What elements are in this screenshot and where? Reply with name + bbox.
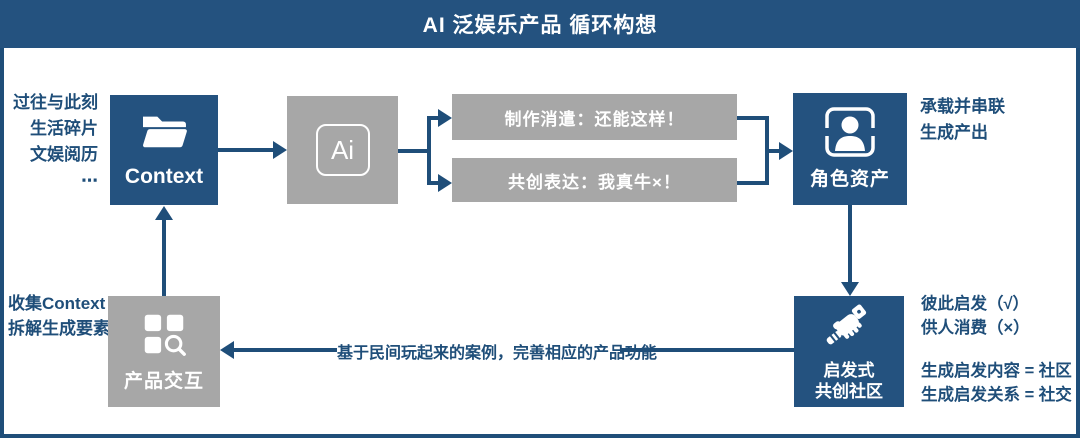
note-line: 文娱阅历 (30, 145, 98, 164)
context-input-note: 过往与此刻 生活碎片 文娱阅历 ⋯ (8, 90, 98, 194)
handshake-icon (822, 301, 876, 356)
arrow-make-out (737, 116, 769, 120)
arrowhead-merge-to-role (779, 142, 793, 160)
note-line: ⋯ (81, 171, 98, 190)
grid-search-icon (139, 309, 189, 364)
arrow-feedback-left-segment (234, 348, 337, 352)
note-line: 生成启发内容 = 社区 (921, 362, 1072, 380)
product-note: 收集Context 拆解生成要素 (8, 291, 110, 341)
node-context: Context (110, 95, 218, 205)
folder-icon (139, 110, 189, 157)
banner-cocreate-label: 共创表达：我真牛×！ (508, 172, 681, 192)
note-line: 生成启发关系 = 社交 (921, 386, 1072, 404)
ai-logo-icon: Ai (315, 124, 370, 176)
arrow-context-to-ai (218, 148, 274, 152)
arrow-product-to-context (162, 219, 166, 296)
node-role-asset: 角色资产 (793, 93, 907, 205)
arrowhead-ai-to-make (438, 109, 452, 127)
arrowhead-community-to-product (220, 341, 234, 359)
note-line: 供人消费（×） (921, 319, 1030, 337)
note-line: 生活碎片 (30, 119, 98, 138)
arrowhead-context-to-ai (273, 141, 287, 159)
arrow-ai-to-cocreate (427, 181, 440, 185)
arrow-role-to-community (848, 205, 852, 283)
node-community: 启发式 共创社区 (794, 296, 904, 407)
arrow-cocreate-out (737, 181, 769, 185)
node-context-label: Context (124, 164, 204, 188)
node-community-label-line2: 共创社区 (815, 382, 883, 401)
node-ai: Ai (287, 96, 398, 204)
arrowhead-role-to-community (841, 282, 859, 296)
arrow-ai-fork-vertical (427, 116, 431, 185)
community-note: 彼此启发（√） 供人消费（×） 生成启发内容 = 社区 生成启发关系 = 社交 (921, 292, 1072, 407)
role-asset-note: 承载并串联 生成产出 (920, 94, 1005, 146)
arrowhead-ai-to-cocreate (438, 174, 452, 192)
node-community-label-line1: 启发式 (823, 360, 875, 380)
banner-make: 制作消遣：还能这样！ (452, 94, 737, 140)
arrow-merge-to-role (769, 149, 780, 153)
note-line: 承载并串联 (920, 97, 1005, 116)
note-spacer (921, 340, 1072, 359)
page-title: AI 泛娱乐产品 循环构想 (422, 14, 658, 37)
node-product-interaction-label: 产品交互 (123, 371, 204, 393)
arrow-ai-to-make (427, 116, 440, 120)
arrow-merge-vertical (765, 116, 769, 185)
title-bar: AI 泛娱乐产品 循环构想 (0, 0, 1080, 48)
arrow-ai-fork-stem (398, 149, 431, 153)
arrow-feedback-right-segment (620, 348, 794, 352)
node-role-asset-label: 角色资产 (809, 169, 890, 191)
note-line: 拆解生成要素 (8, 319, 110, 338)
banner-make-label: 制作消遣：还能这样！ (504, 109, 685, 129)
node-community-label: 启发式 共创社区 (815, 360, 883, 403)
arrowhead-product-to-context (155, 206, 173, 220)
banner-cocreate: 共创表达：我真牛×！ (452, 158, 737, 202)
node-ai-label: Ai (330, 134, 355, 165)
node-product-interaction: 产品交互 (108, 296, 220, 407)
person-badge-icon (824, 106, 876, 163)
note-line: 生成产出 (920, 123, 988, 142)
feedback-arrow-label: 基于民间玩起来的案例，完善相应的产品功能 (337, 345, 658, 362)
note-line: 收集Context (8, 294, 106, 313)
note-line: 过往与此刻 (13, 93, 98, 112)
note-line: 彼此启发（√） (921, 295, 1030, 313)
